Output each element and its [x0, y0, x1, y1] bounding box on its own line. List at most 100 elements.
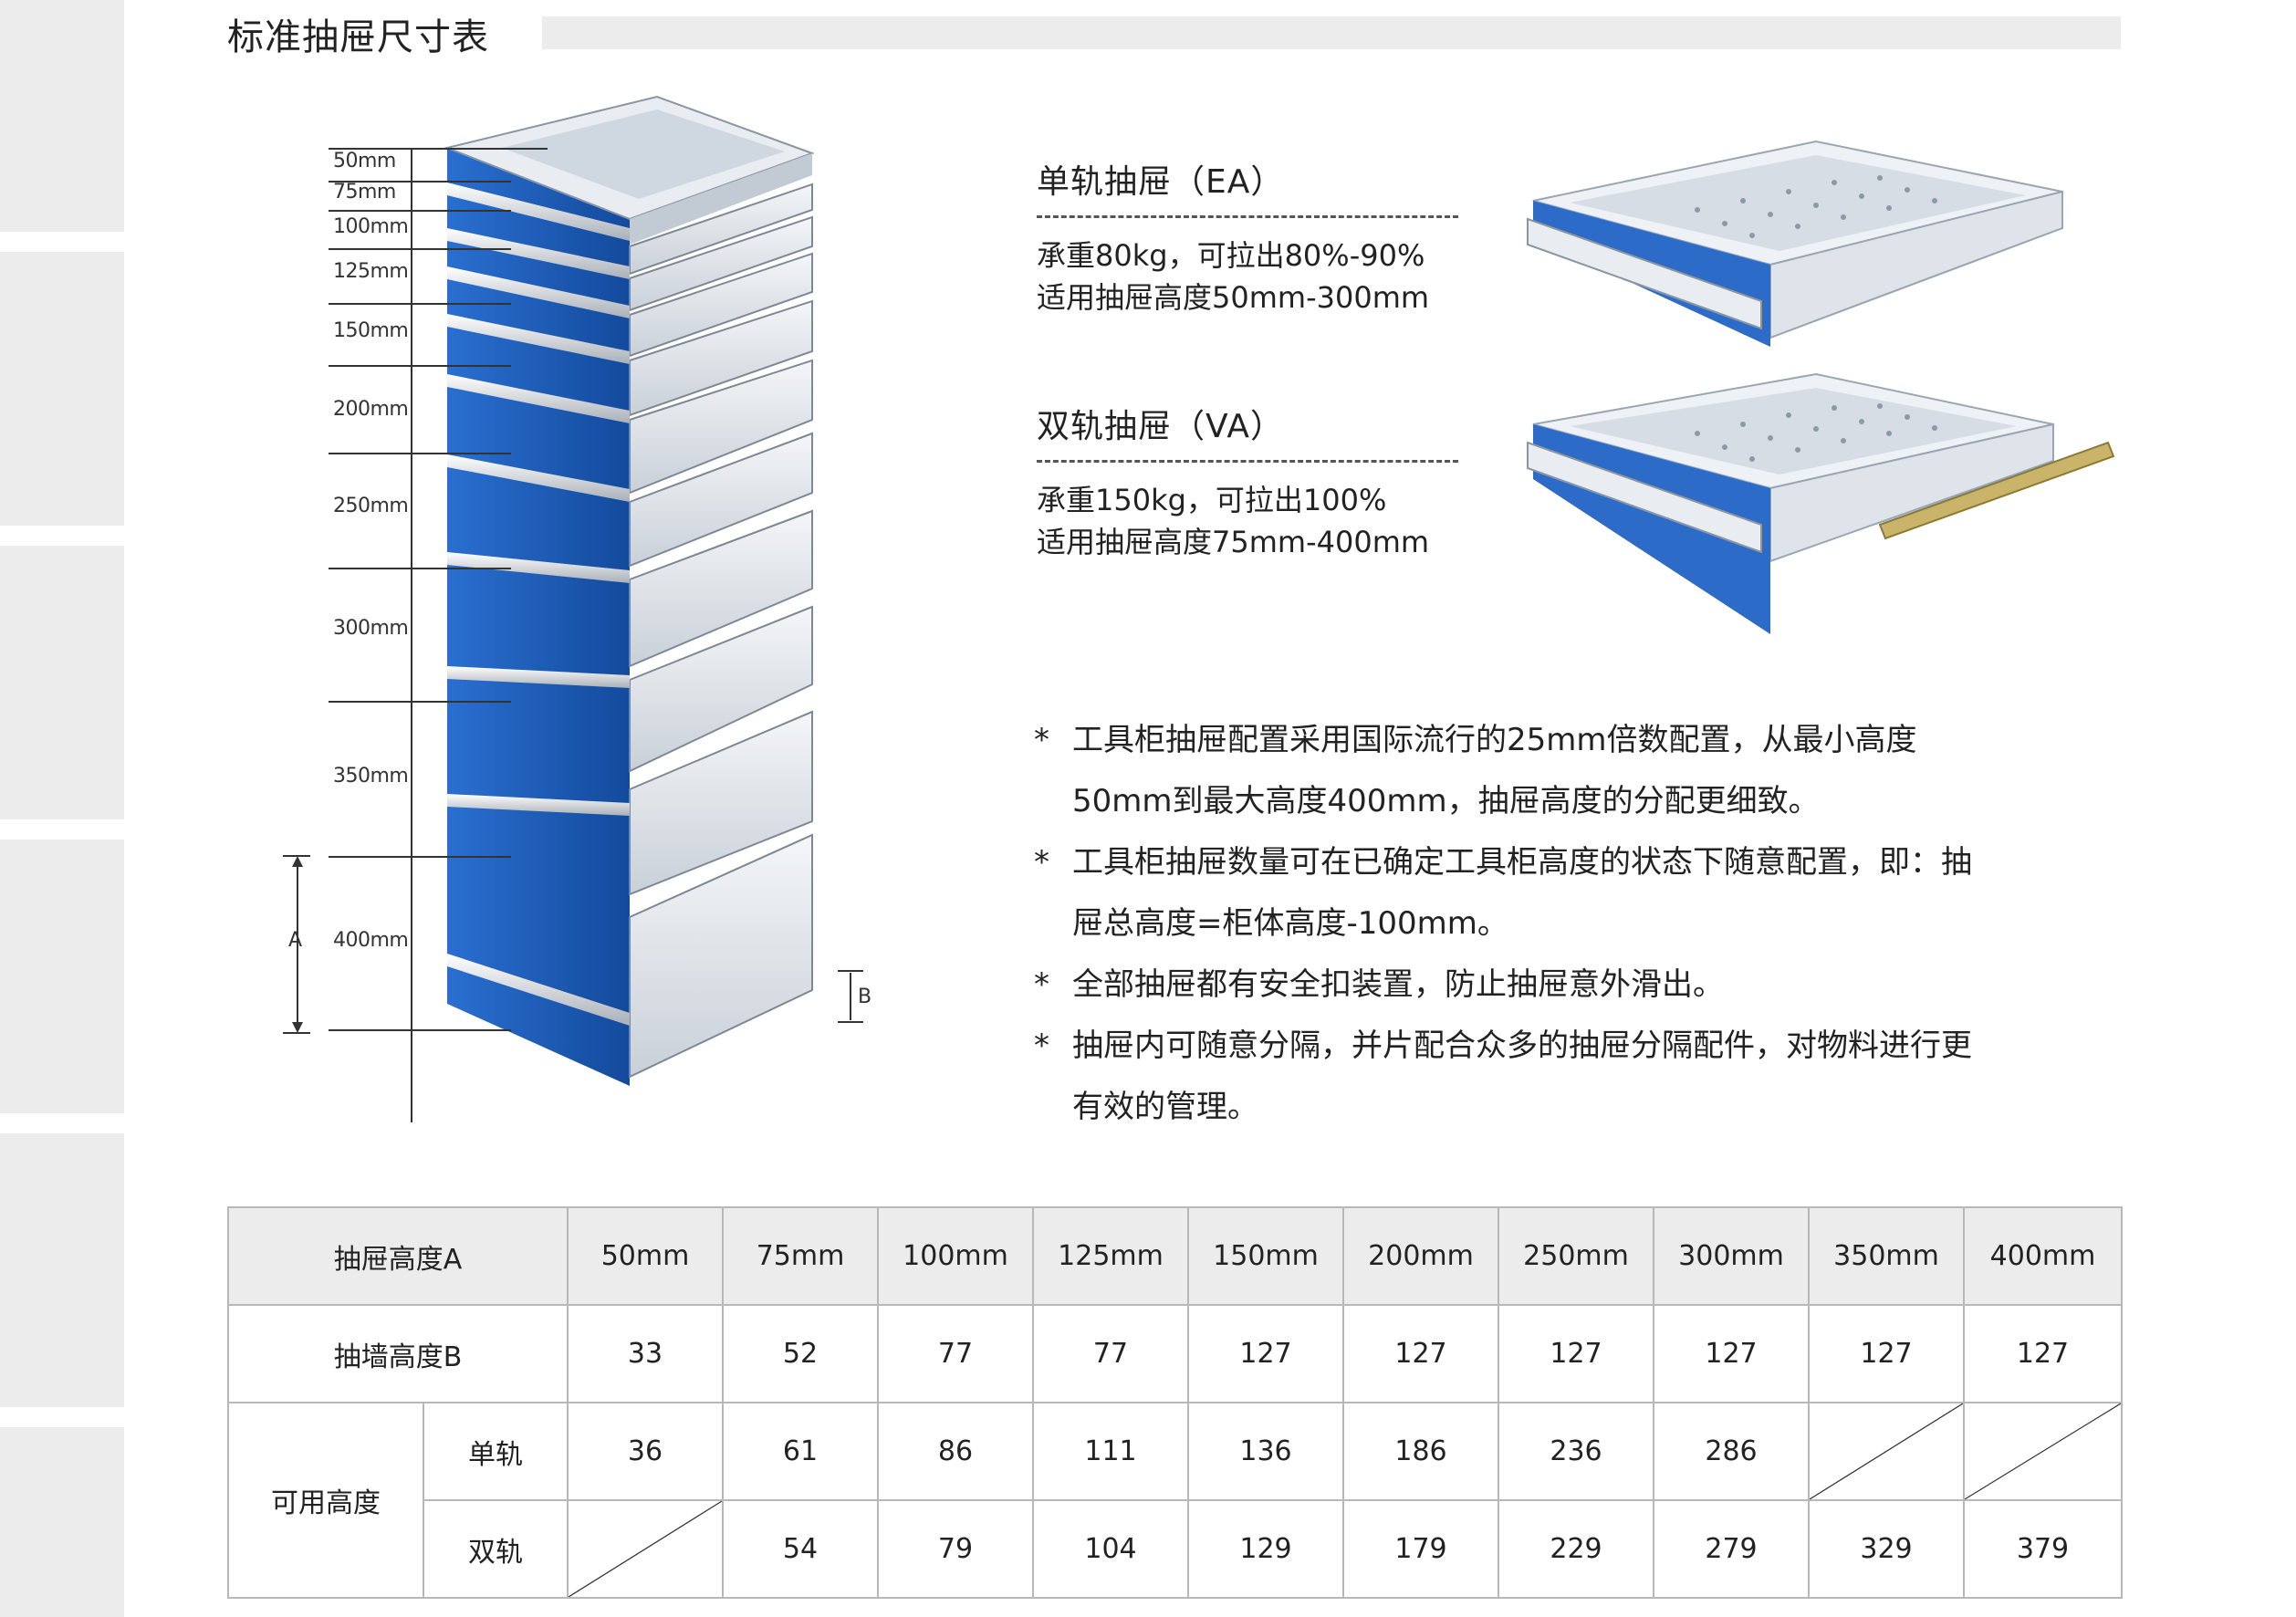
table-cell: 350mm [1808, 1206, 1965, 1306]
table-cell: 300mm [1653, 1206, 1810, 1306]
drawer-size-table: 抽屉高度A 50mm 75mm 100mm 125mm 150mm 200mm … [227, 1206, 2123, 1599]
guide-line [329, 856, 511, 858]
table-cell: 127 [1498, 1304, 1654, 1403]
table-subrow-label: 双轨 [423, 1499, 569, 1599]
drawer-type-range: 适用抽屉高度50mm-300mm [1037, 280, 1430, 315]
diagonal-slash [1810, 1403, 1963, 1499]
diagonal-slash [1965, 1403, 2121, 1499]
table-cell: 250mm [1498, 1206, 1654, 1306]
table-cell: 79 [877, 1499, 1034, 1599]
drawer-type-range: 适用抽屉高度75mm-400mm [1037, 525, 1430, 559]
table-cell: 127 [1963, 1304, 2123, 1403]
table-subrow-label: 单轨 [423, 1402, 569, 1501]
note-star: * [1034, 1028, 1049, 1064]
size-label-125: 125mm [333, 260, 409, 283]
table-cell: 104 [1032, 1499, 1189, 1599]
note-text: 全部抽屉都有安全扣装置，防止抽屉意外滑出。 [1072, 966, 1724, 1003]
table-cell: 279 [1653, 1499, 1810, 1599]
dimension-a-label: A [288, 929, 303, 952]
side-strip [0, 0, 124, 1617]
table-cell-empty [1808, 1402, 1965, 1501]
table-cell: 236 [1498, 1402, 1654, 1501]
table-cell: 125mm [1032, 1206, 1189, 1306]
guide-line [329, 365, 511, 367]
note-item: * 工具柜抽屉配置采用国际流行的25mm倍数配置，从最小高度50mm到最大高度4… [1034, 710, 2001, 832]
note-text: 工具柜抽屉配置采用国际流行的25mm倍数配置，从最小高度50mm到最大高度400… [1072, 722, 1917, 819]
table-cell: 136 [1187, 1402, 1344, 1501]
note-item: * 全部抽屉都有安全扣装置，防止抽屉意外滑出。 [1034, 955, 2001, 1016]
size-label-75: 75mm [333, 181, 396, 203]
single-rail-drawer-image [1515, 137, 2154, 392]
table-cell-empty [1963, 1402, 2123, 1501]
size-label-200: 200mm [333, 398, 409, 421]
note-item: * 工具柜抽屉数量可在已确定工具柜高度的状态下随意配置，即：抽屉总高度=柜体高度… [1034, 832, 2001, 955]
double-rail-drawer-image [1515, 370, 2117, 643]
dashed-rule [1037, 460, 1458, 463]
drawer-handles [447, 183, 630, 1026]
table-cell: 33 [567, 1304, 724, 1403]
guide-line [329, 568, 511, 569]
table-cell: 50mm [567, 1206, 724, 1306]
table-cell: 100mm [877, 1206, 1034, 1306]
table-cell: 36 [567, 1402, 724, 1501]
cabinet-drawing [283, 95, 863, 1086]
table-cell: 400mm [1963, 1206, 2123, 1306]
guide-line [329, 181, 511, 183]
table-row-wall: 抽墙高度B 33 52 77 77 127 127 127 127 127 12… [227, 1304, 2123, 1403]
table-cell: 129 [1187, 1499, 1344, 1599]
guide-line [329, 701, 511, 703]
table-cell: 127 [1808, 1304, 1965, 1403]
size-label-300: 300mm [333, 617, 409, 640]
drawer-stack [444, 95, 815, 1079]
table-cell: 127 [1342, 1304, 1499, 1403]
guide-line [329, 148, 548, 150]
drawer-type-ea: 单轨抽屉（EA） 承重80kg，可拉出80%-90% 适用抽屉高度50mm-30… [1037, 155, 1458, 318]
note-star: * [1034, 722, 1049, 758]
size-label-350: 350mm [333, 765, 409, 788]
note-item: * 抽屉内可随意分隔，并片配合众多的抽屉分隔配件，对物料进行更有效的管理。 [1034, 1016, 2001, 1138]
guide-line [329, 1029, 511, 1031]
table-row-single: 可用高度 单轨 36 61 86 111 136 186 236 286 [227, 1402, 2123, 1599]
note-star: * [1034, 844, 1049, 881]
size-label-250: 250mm [333, 495, 409, 517]
table-cell: 75mm [722, 1206, 879, 1306]
table-row-label: 抽墙高度B [227, 1304, 569, 1403]
table-row-double: 双轨 54 79 104 129 179 229 279 329 379 [228, 1499, 2123, 1599]
side-tab [0, 252, 124, 526]
table-cell: 329 [1808, 1499, 1965, 1599]
side-tab [0, 840, 124, 1113]
size-label-50: 50mm [333, 150, 396, 172]
table-cell: 150mm [1187, 1206, 1344, 1306]
size-label-400: 400mm [333, 929, 409, 952]
table-cell: 54 [722, 1499, 879, 1599]
guide-line [329, 453, 511, 454]
size-label-150: 150mm [333, 319, 409, 342]
table-row-heights: 抽屉高度A 50mm 75mm 100mm 125mm 150mm 200mm … [227, 1206, 2123, 1306]
note-star: * [1034, 966, 1049, 1003]
guide-line [329, 210, 511, 212]
side-tab [0, 0, 124, 232]
table-cell: 77 [877, 1304, 1034, 1403]
table-cell-empty [567, 1499, 724, 1599]
table-cell: 286 [1653, 1402, 1810, 1501]
size-label-100: 100mm [333, 215, 409, 238]
side-tab [0, 546, 124, 819]
drawer-type-title: 单轨抽屉（EA） [1037, 163, 1285, 201]
table-cell: 127 [1187, 1304, 1344, 1403]
table-cell: 86 [877, 1402, 1034, 1501]
drawer-type-title: 双轨抽屉（VA） [1037, 408, 1284, 445]
table-cell: 179 [1342, 1499, 1499, 1599]
table-cell: 61 [722, 1402, 879, 1501]
table-row-label: 可用高度 [227, 1402, 424, 1599]
table-cell: 379 [1963, 1499, 2123, 1599]
dashed-rule [1037, 215, 1458, 218]
table-header-label: 抽屉高度A [227, 1206, 569, 1306]
drawer-type-va: 双轨抽屉（VA） 承重150kg，可拉出100% 适用抽屉高度75mm-400m… [1037, 400, 1458, 563]
note-text: 抽屉内可随意分隔，并片配合众多的抽屉分隔配件，对物料进行更有效的管理。 [1072, 1028, 1972, 1125]
guide-line [329, 303, 511, 305]
table-cell: 111 [1032, 1402, 1189, 1501]
table-cell: 52 [722, 1304, 879, 1403]
notes-list: * 工具柜抽屉配置采用国际流行的25mm倍数配置，从最小高度50mm到最大高度4… [1034, 710, 2001, 1138]
diagonal-slash [569, 1501, 722, 1597]
table-cell: 77 [1032, 1304, 1189, 1403]
